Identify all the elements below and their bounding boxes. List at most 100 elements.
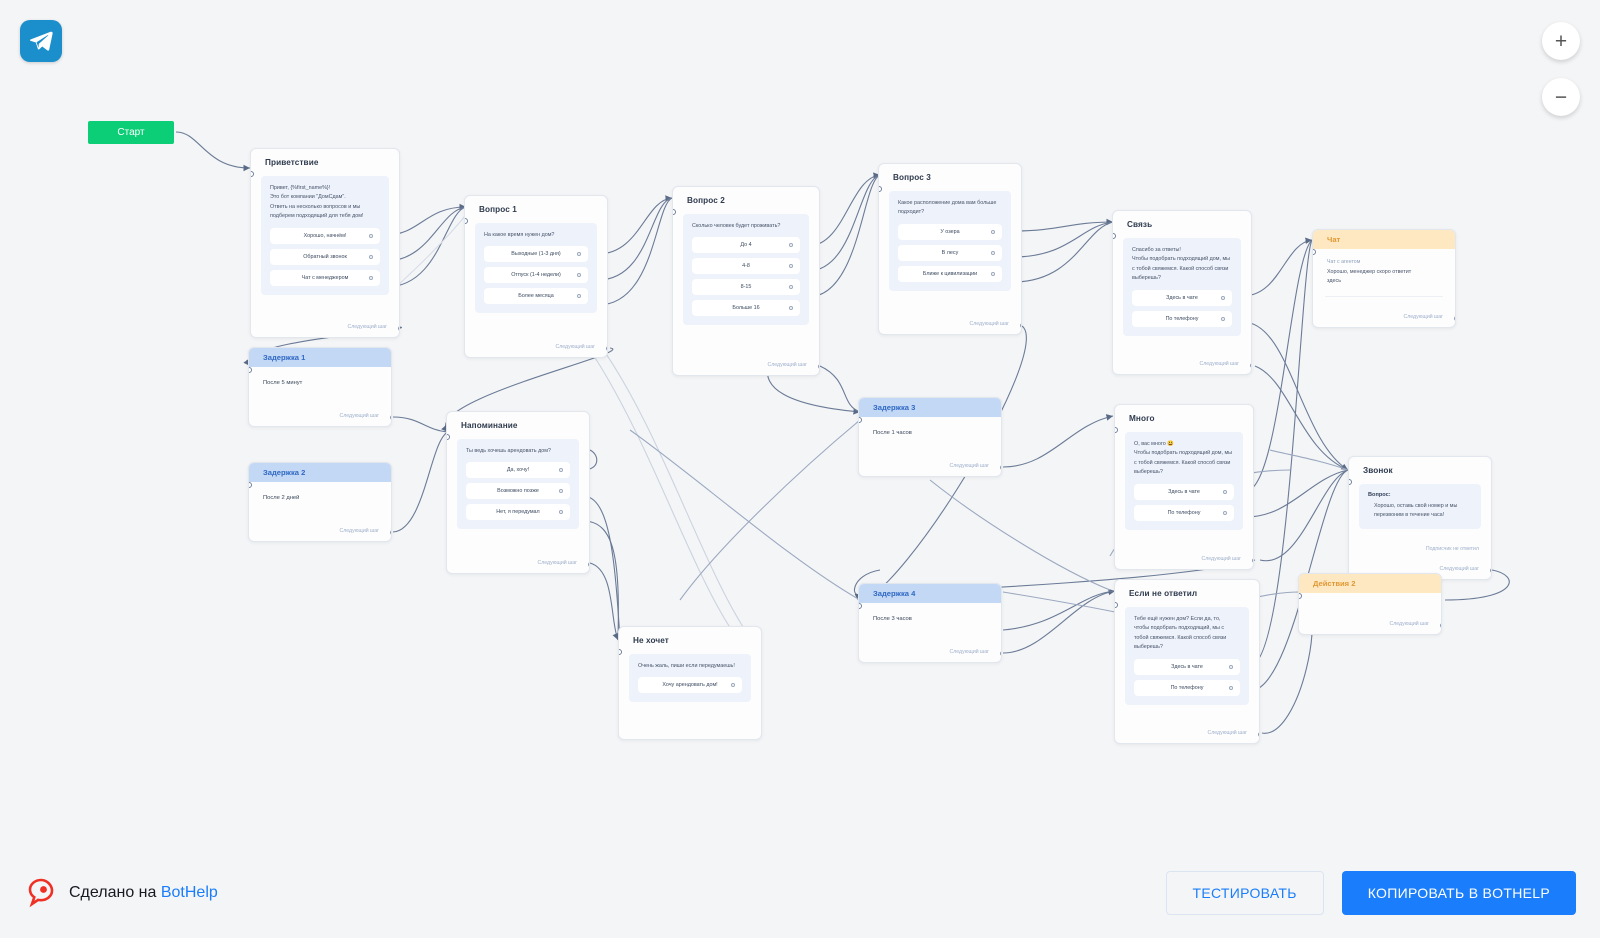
option-port[interactable] [789,306,793,311]
option-button[interactable]: Нет, я передумал [466,504,570,521]
option-button[interactable]: 8-15 [692,279,800,296]
option-button[interactable]: Выходные (1-3 дня) [484,246,588,263]
option-button[interactable]: Возможно позже [466,483,570,500]
option-button[interactable]: Чат с менеджером [270,269,380,286]
option-button[interactable]: Здесь в чате [1134,483,1234,500]
node-contact[interactable]: Связь Спасибо за ответы! Чтобы подобрать… [1112,210,1252,375]
test-button[interactable]: ТЕСТИРОВАТЬ [1165,871,1324,915]
input-port[interactable] [249,367,252,373]
option-port[interactable] [577,294,581,299]
option-button[interactable]: Отпуск (1-4 недели) [484,267,588,284]
option-port[interactable] [369,254,373,259]
output-port[interactable] [1252,557,1253,563]
option-port[interactable] [789,285,793,290]
option-button[interactable]: Более месяца [484,288,588,305]
option-button[interactable]: По телефону [1134,504,1234,521]
output-port[interactable] [588,561,589,567]
output-port[interactable] [390,529,391,535]
node-delay1[interactable]: Задержка 1 После 5 минут Следующий шаг [248,347,392,427]
node-delay3[interactable]: Задержка 3 После 1 часов Следующий шаг [858,397,1002,477]
output-port[interactable] [398,325,399,331]
node-many[interactable]: Много О, вас много 😃 Чтобы подобрать под… [1114,404,1254,570]
option-button[interactable]: В лесу [898,244,1002,261]
node-call[interactable]: Звонок Вопрос: Хорошо, оставь свой номер… [1348,456,1492,580]
option-port[interactable] [1229,664,1233,669]
input-port[interactable] [465,218,468,224]
option-port[interactable] [577,252,581,257]
option-port[interactable] [991,229,995,234]
option-port[interactable] [1223,489,1227,494]
input-port[interactable] [447,434,450,440]
start-node[interactable]: Старт [88,121,174,144]
option-button[interactable]: До 4 [692,237,800,254]
zoom-in-button[interactable]: + [1542,22,1580,60]
telegram-icon[interactable] [20,20,62,62]
input-port[interactable] [1349,479,1352,485]
output-port[interactable] [1000,650,1001,656]
option-port[interactable] [559,468,563,473]
output-port[interactable] [1020,322,1021,328]
output-port[interactable] [1000,464,1001,470]
option-port[interactable] [577,273,581,278]
option-button[interactable]: Здесь в чате [1134,658,1240,675]
output-port[interactable] [390,414,391,420]
node-question1[interactable]: Вопрос 1 На какое время нужен дом? Выход… [464,195,608,358]
option-port[interactable] [559,510,563,515]
option-button[interactable]: Ближе к цивилизации [898,265,1002,282]
output-port[interactable] [1440,622,1441,628]
output-port[interactable] [1490,567,1491,573]
brand-name[interactable]: BotHelp [160,884,218,901]
option-port[interactable] [1221,295,1225,300]
input-port[interactable] [1113,233,1116,239]
output-port[interactable] [1258,731,1259,737]
option-button[interactable]: Здесь в чате [1132,289,1232,306]
node-greeting[interactable]: Приветствие Привет, {%first_name%}! Это … [250,148,400,338]
input-port[interactable] [859,603,862,609]
output-port[interactable] [606,345,607,351]
input-port[interactable] [1115,427,1118,433]
option-port[interactable] [731,683,735,688]
option-port[interactable] [991,250,995,255]
option-port[interactable] [559,489,563,494]
node-delay4[interactable]: Задержка 4 После 3 часов Следующий шаг [858,583,1002,663]
input-port[interactable] [1313,249,1316,255]
node-question2[interactable]: Вопрос 2 Сколько человек будет проживать… [672,186,820,376]
output-port[interactable] [1250,362,1251,368]
option-button[interactable]: По телефону [1134,679,1240,696]
zoom-out-button[interactable]: − [1542,78,1580,116]
option-button[interactable]: Хорошо, начнём! [270,227,380,244]
option-button[interactable]: Хочу арендовать дом! [638,677,742,694]
option-button[interactable]: Обратный звонок [270,248,380,265]
node-question3[interactable]: Вопрос 3 Какое расположение дома вам бол… [878,163,1022,335]
option-button[interactable]: Больше 16 [692,300,800,317]
input-port[interactable] [673,209,676,215]
option-button[interactable]: По телефону [1132,310,1232,327]
option-port[interactable] [991,271,995,276]
option-port[interactable] [1223,510,1227,515]
option-port[interactable] [789,264,793,269]
node-delay2[interactable]: Задержка 2 После 2 дней Следующий шаг [248,462,392,542]
input-port[interactable] [619,649,622,655]
option-button[interactable]: 4-8 [692,258,800,275]
node-refuse[interactable]: Не хочет Очень жаль, пиши если передумае… [618,626,762,740]
input-port[interactable] [249,482,252,488]
node-chat[interactable]: Чат Чат с агентом Хорошо, менеджер скоро… [1312,229,1456,328]
option-port[interactable] [1229,685,1233,690]
option-port[interactable] [369,275,373,280]
input-port[interactable] [251,171,254,177]
input-port[interactable] [1299,593,1302,599]
copy-to-bothelp-button[interactable]: КОПИРОВАТЬ В BOTHELP [1341,871,1576,915]
option-button[interactable]: Да, хочу! [466,462,570,479]
node-no-answer[interactable]: Если не ответил Тебе ещё нужен дом? Если… [1114,579,1260,744]
output-port[interactable] [1454,315,1455,321]
option-port[interactable] [789,243,793,248]
option-port[interactable] [369,233,373,238]
node-action2[interactable]: Действия 2 Следующий шаг [1298,573,1442,635]
output-port[interactable] [818,363,819,369]
input-port[interactable] [859,417,862,423]
input-port[interactable] [879,186,882,192]
node-reminder[interactable]: Напоминание Ты ведь хочешь арендовать до… [446,411,590,574]
option-button[interactable]: У озера [898,223,1002,240]
input-port[interactable] [1115,602,1118,608]
